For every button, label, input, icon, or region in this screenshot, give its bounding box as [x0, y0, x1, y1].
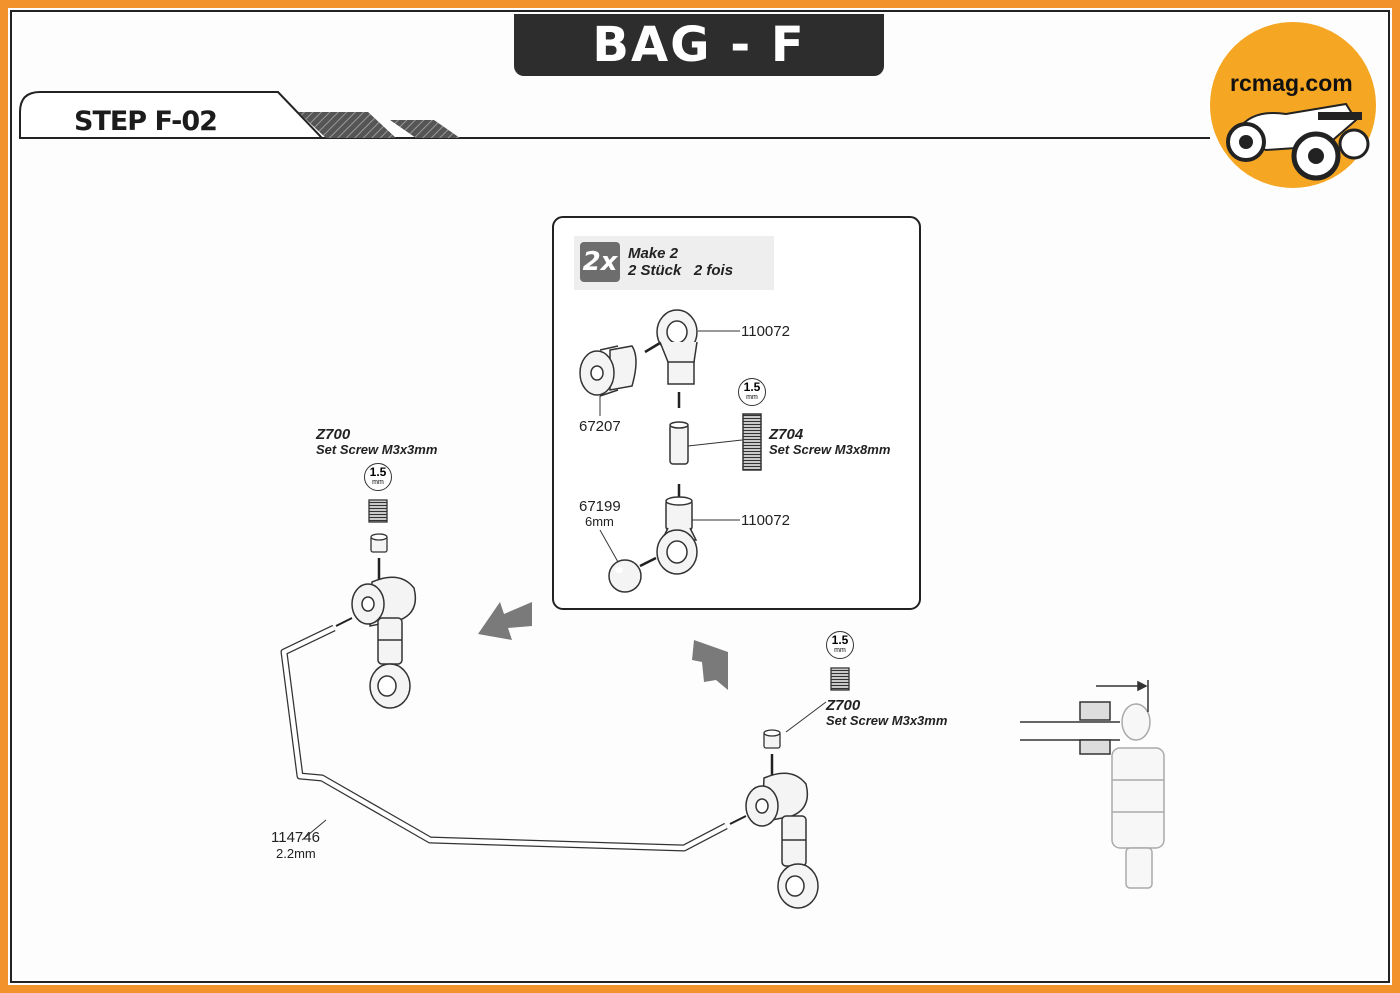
label-sway-bar-size: 2.2mm	[276, 846, 316, 861]
rcmag-logo	[1208, 20, 1378, 190]
spacer	[669, 421, 689, 465]
right-grub-screw	[763, 729, 781, 749]
left-rod-end-assembly	[351, 576, 417, 709]
arrow-left	[478, 602, 532, 640]
hex-tool-icon: 1.5 mm	[364, 463, 392, 491]
bag-title: BAG - F	[514, 14, 884, 76]
tool-size: 1.5	[831, 633, 849, 647]
left-set-screw	[368, 499, 388, 523]
tool-unit: mm	[746, 394, 758, 401]
label-z704-desc: Set Screw M3x8mm	[769, 442, 891, 457]
right-rod-end-assembly	[745, 772, 819, 909]
set-screw-z704	[742, 413, 762, 471]
detail-rod	[1020, 680, 1149, 755]
label-right-z700-code: Z700	[826, 697, 861, 714]
logo-brand: rcmag.com	[1230, 70, 1353, 96]
sway-bar-114746	[280, 624, 728, 852]
page-border	[10, 10, 1390, 983]
rod-end-top	[656, 309, 698, 385]
left-grub-screw	[370, 533, 388, 553]
pivot-ball-67199	[608, 559, 642, 593]
make-2x-badge: 2x	[580, 242, 620, 282]
hex-tool-icon: 1.5 mm	[826, 631, 854, 659]
detail-view	[1111, 703, 1165, 889]
label-sway-bar: 114746	[271, 829, 320, 846]
tool-unit: mm	[834, 647, 846, 654]
label-rod-end-bottom: 110072	[741, 512, 790, 529]
tool-size: 1.5	[743, 380, 761, 394]
label-right-z700-desc: Set Screw M3x3mm	[826, 713, 948, 728]
step-header-tab	[19, 91, 1210, 139]
tool-size: 1.5	[369, 465, 387, 479]
make-instructions: Make 2 2 Stück 2 fois	[628, 245, 733, 279]
label-z704-code: Z704	[769, 426, 804, 443]
inset-box	[552, 216, 921, 610]
make-line-1: Make 2	[628, 245, 679, 262]
rod-end-bottom	[656, 496, 698, 575]
right-set-screw	[830, 667, 850, 691]
tool-unit: mm	[372, 479, 384, 486]
ball-cup-67207	[579, 345, 637, 397]
step-title: STEP F-02	[74, 106, 218, 137]
label-left-z700-code: Z700	[316, 426, 351, 443]
label-ball: 67199	[579, 498, 621, 515]
label-rod-end-top: 110072	[741, 323, 790, 340]
make-line-2: 2 Stück 2 fois	[628, 262, 734, 279]
arrow-down	[692, 640, 728, 690]
label-ball-size: 6mm	[585, 514, 614, 529]
label-left-z700-desc: Set Screw M3x3mm	[316, 442, 438, 457]
hex-tool-icon: 1.5 mm	[738, 378, 766, 406]
label-ball-cup: 67207	[579, 418, 621, 435]
